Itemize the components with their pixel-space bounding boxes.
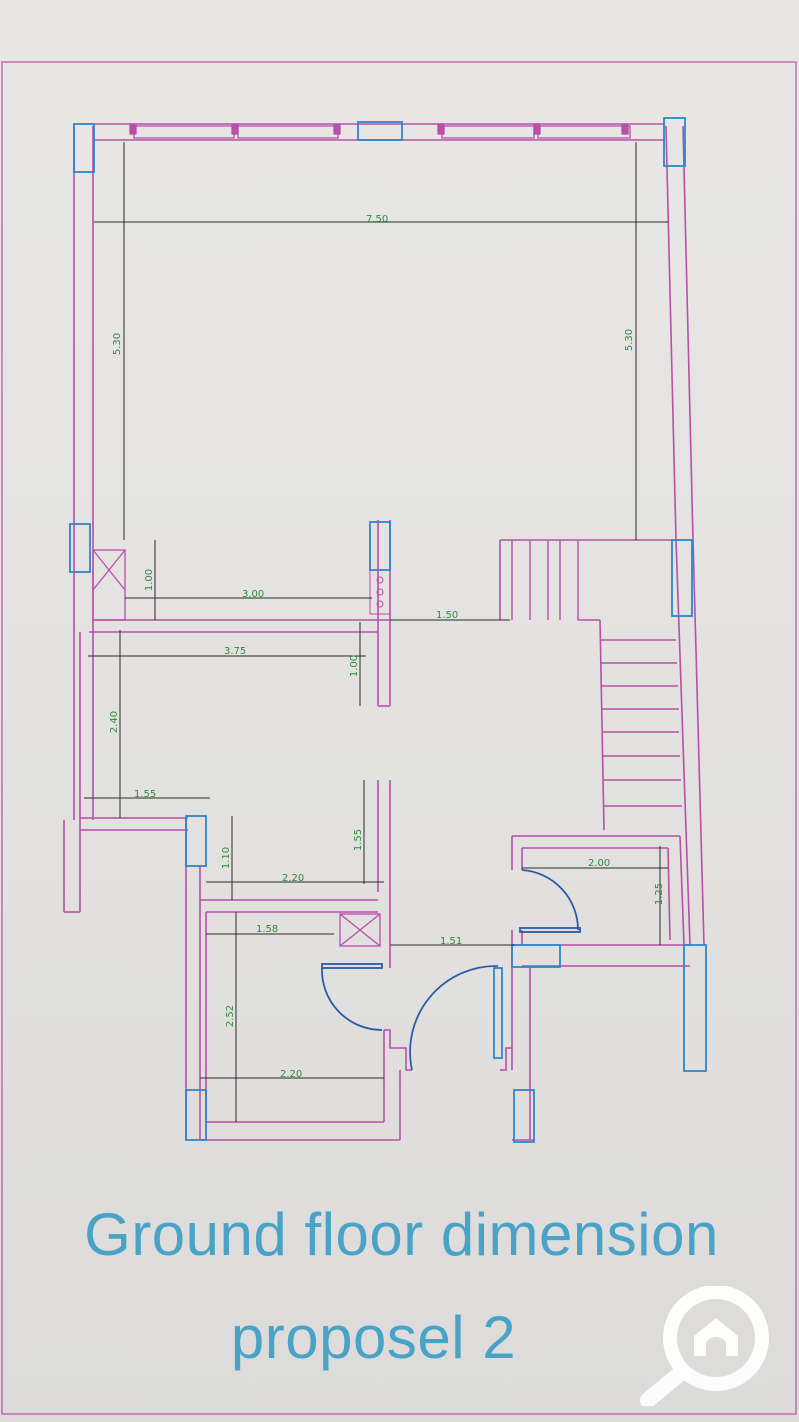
sheet-border	[1, 61, 797, 1415]
dim-living-depth-right: 5.30	[624, 329, 635, 351]
dimension-labels: 7.50 5.30 5.30 3.00 1.00 1.50 3.75 1.00 …	[109, 214, 665, 1080]
shaft-bath	[339, 913, 381, 947]
dim-kitchen-depth: 1.00	[144, 569, 155, 591]
dimension-lines	[84, 142, 668, 1122]
top-windows	[129, 123, 631, 139]
doors	[321, 869, 581, 1071]
gas-outlets	[369, 569, 391, 615]
dim-bath-width: 2.20	[282, 873, 304, 884]
title-line-2: proposel 2	[230, 1304, 517, 1371]
dim-bed-depth: 2.52	[225, 1005, 236, 1027]
dim-kitchen-width: 3.00	[242, 589, 264, 600]
shaft-kitchen	[92, 549, 126, 621]
dim-room-inner: 1.00	[349, 655, 360, 677]
dim-store-depth: 1.25	[654, 883, 665, 905]
dim-room-width: 3.75	[224, 646, 246, 657]
dim-room-depth: 2.40	[109, 711, 120, 733]
magnifier-house-icon	[640, 1286, 769, 1406]
dim-room-lower-width: 1.55	[134, 789, 156, 800]
dim-hall-width: 1.50	[436, 610, 458, 621]
staircase	[511, 540, 682, 807]
dim-bed-width-bottom: 2.20	[280, 1069, 302, 1080]
dim-corridor-width: 1.51	[440, 936, 462, 947]
dim-bed-width-top: 1.58	[256, 924, 278, 935]
dim-living-width: 7.50	[366, 214, 388, 225]
dim-bath-depth: 1.10	[221, 847, 232, 869]
dim-corridor-depth: 1.55	[353, 829, 364, 851]
title-line-1: Ground floor dimension	[84, 1201, 719, 1268]
walls	[63, 123, 705, 1141]
windows	[69, 117, 707, 1143]
dim-store-width: 2.00	[588, 858, 610, 869]
dim-living-depth-left: 5.30	[112, 333, 123, 355]
